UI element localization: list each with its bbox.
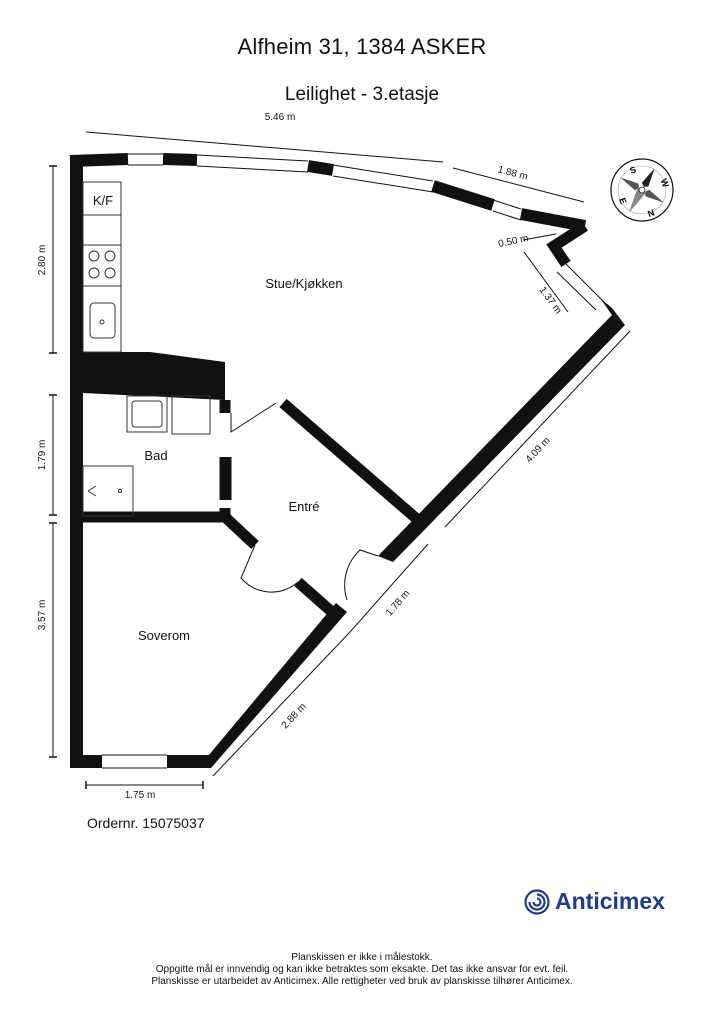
order-number: Ordernr. 15075037 — [87, 815, 205, 831]
anticimex-logo-icon — [524, 888, 550, 915]
shower — [82, 465, 134, 517]
bath-sink — [126, 395, 168, 433]
dimension-label-bottom: 1.75 m — [125, 790, 156, 801]
doors — [230, 402, 379, 601]
anticimex-logo: Anticimex — [524, 888, 665, 915]
disclaimer-line-3: Planskisse er utarbeidet av Anticimex. A… — [151, 976, 573, 987]
disclaimer-footer: Planskissen er ikke i målestokk. Oppgitt… — [0, 952, 724, 988]
dimension-label-small: 0.50 m — [497, 233, 529, 250]
dimension-label-right-long: 4.09 m — [524, 435, 553, 465]
bay-notch-wall — [546, 221, 588, 268]
floor-subtitle: Leilighet - 3.etasje — [284, 84, 440, 105]
compass-letter-e: E — [617, 196, 628, 205]
left-wall — [70, 155, 83, 768]
windows — [102, 153, 605, 769]
compass-letter-n: N — [646, 207, 656, 219]
living-room-label: Stue/Kjøkken — [265, 276, 342, 291]
kitchen-bath-wall — [83, 352, 225, 400]
bottom-wall-left — [70, 755, 102, 768]
stove-burner — [88, 267, 100, 279]
dimension-label-left-upper: 2.80 m — [37, 245, 48, 276]
bath-fixtures — [82, 395, 211, 517]
disclaimer-line-1: Planskissen er ikke i målestokk. — [291, 952, 433, 963]
kitchen-sink — [89, 302, 116, 339]
bathroom-label: Bad — [144, 448, 167, 463]
bedroom-diagonal-wall — [198, 603, 347, 768]
entry-label: Entré — [288, 499, 319, 514]
top-curved-wall — [69, 153, 587, 232]
kitchen-label: K/F — [93, 193, 113, 208]
dimension-lines — [52, 131, 631, 786]
stove-burner — [88, 250, 100, 262]
dimension-label-bedroom: 2.88 m — [280, 701, 309, 731]
door-entry — [344, 549, 379, 601]
bedroom-label: Soverom — [138, 628, 190, 643]
dimension-ticks — [49, 165, 204, 789]
address-title: Alfheim 31, 1384 ASKER — [237, 34, 487, 59]
dimension-label-left-lower: 3.57 m — [37, 600, 48, 631]
dimension-label-left-middle: 1.79 m — [37, 440, 48, 471]
kitchen-counter — [82, 181, 122, 353]
disclaimer-line-2: Oppgitte mål er innvendig og kan ikke be… — [155, 964, 569, 975]
stove-burner — [104, 250, 116, 262]
compass-rose-icon: S W N E — [610, 158, 674, 222]
dimension-label-entry: 1.78 m — [384, 588, 412, 618]
compass-letter-w: W — [659, 177, 671, 189]
right-diagonal-wall — [378, 315, 625, 562]
compass-letter-s: S — [628, 164, 637, 175]
brand-name: Anticimex — [555, 888, 665, 914]
washer — [171, 395, 211, 435]
exterior-walls — [70, 155, 625, 768]
kitchen-fixtures — [82, 181, 122, 353]
interior-walls — [83, 398, 422, 617]
bay-corner — [600, 298, 625, 325]
door-bedroom — [240, 544, 299, 593]
door-bath-living — [230, 402, 277, 433]
bottom-wall-right — [167, 755, 209, 768]
stove-burner — [104, 267, 116, 279]
dimension-label-top: 5.46 m — [265, 112, 296, 123]
